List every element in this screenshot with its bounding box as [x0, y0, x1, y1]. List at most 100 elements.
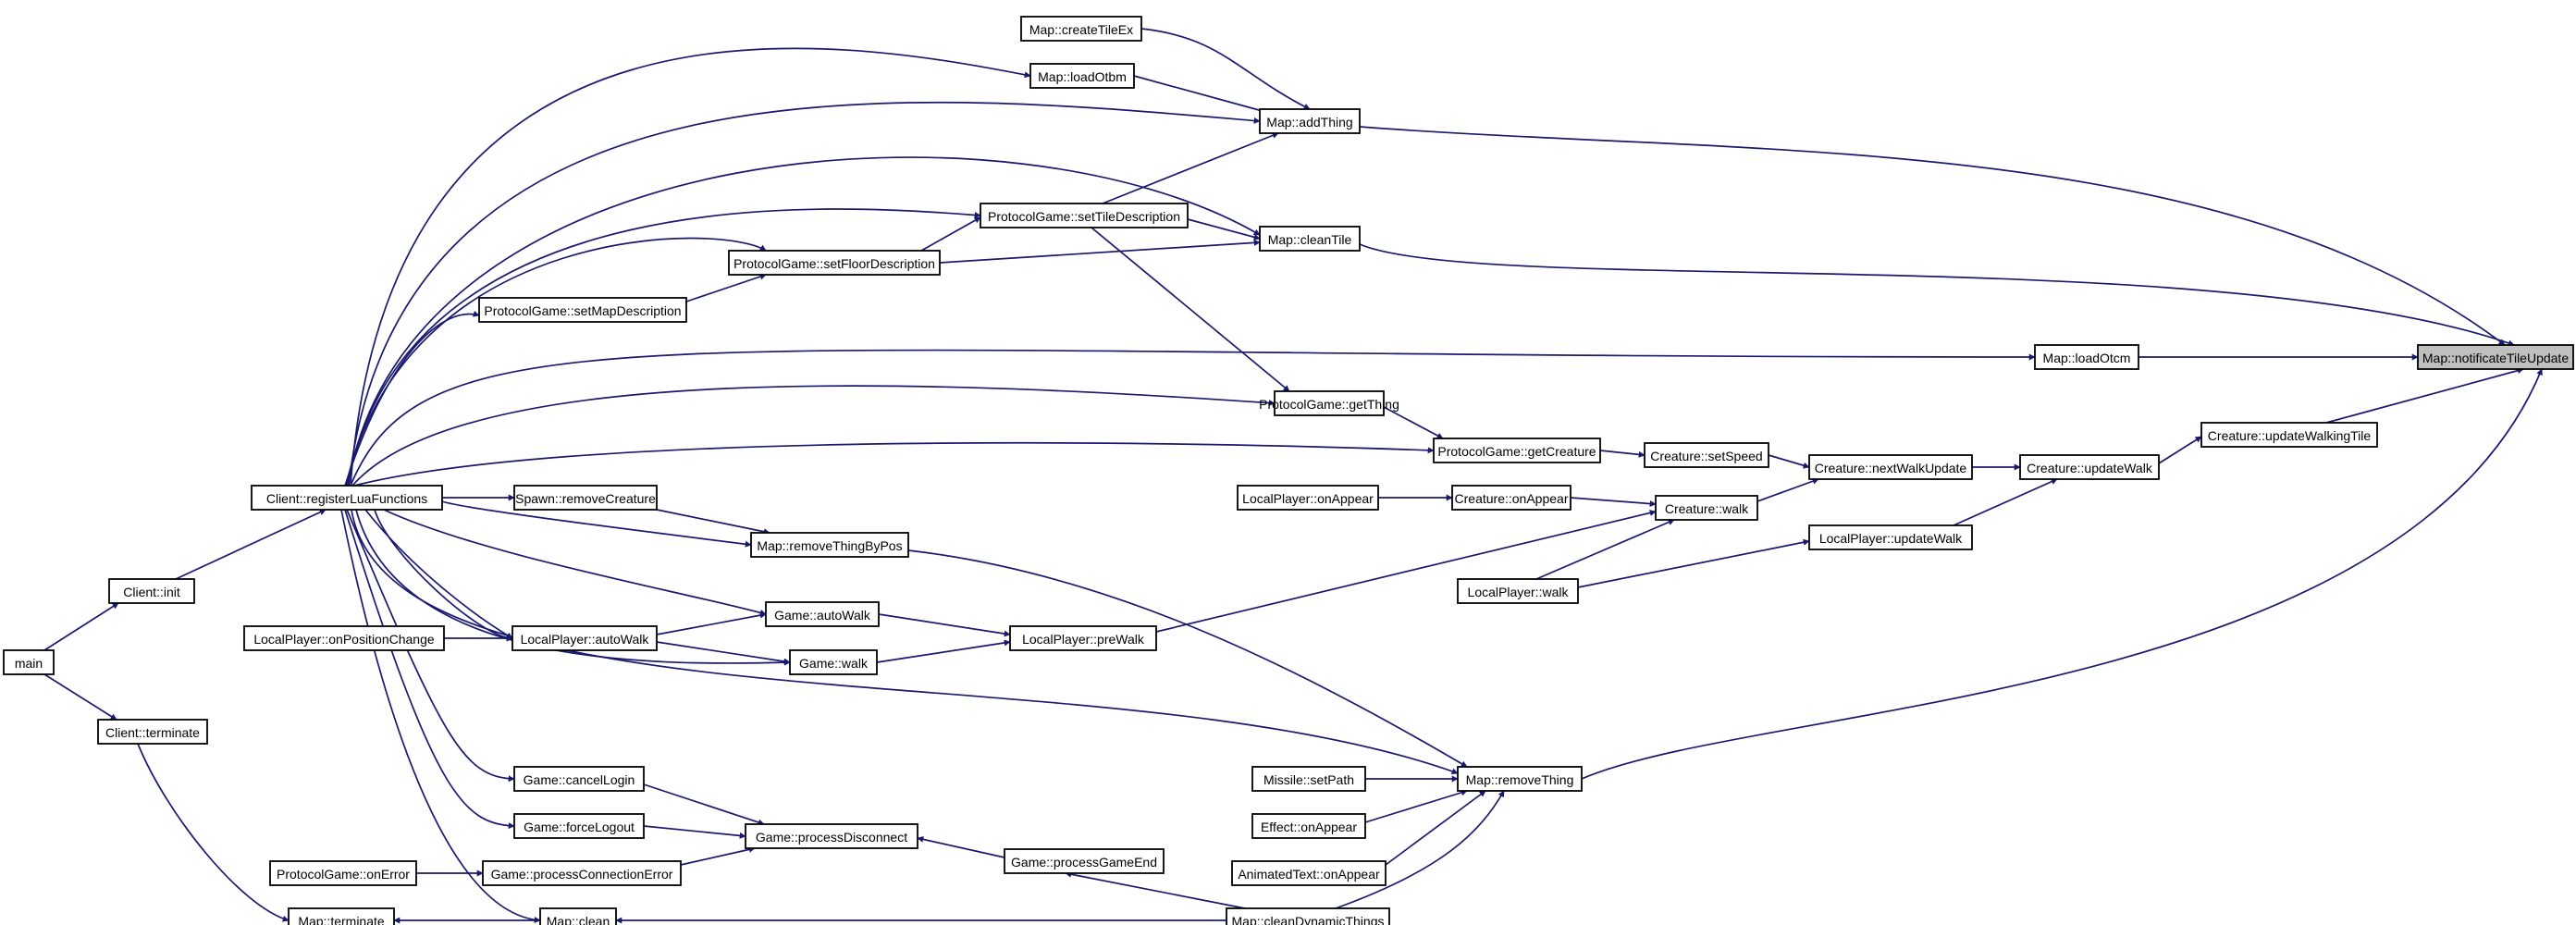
node-label: Map::notificateTileUpdate	[2422, 351, 2569, 365]
node-box	[1020, 16, 1142, 42]
edge-loadotbm-to-addthing	[1133, 75, 1270, 115]
edge-rlf-to-lpautowalk-2	[374, 509, 513, 642]
node-client-init[interactable]: Client::init	[108, 578, 195, 604]
node-next-walk-update[interactable]: Creature::nextWalkUpdate	[1808, 454, 1973, 480]
edge-crwalk-to-nextwalkupdate	[1756, 477, 1819, 502]
node-box	[1226, 907, 1390, 925]
node-set-floor-description[interactable]: ProtocolGame::setFloorDescription	[728, 250, 941, 276]
node-main[interactable]: main	[3, 649, 55, 675]
node-label: Effect::onAppear	[1261, 820, 1357, 834]
edge-rlf-to-forcelogout	[344, 509, 515, 830]
node-get-creature[interactable]: ProtocolGame::getCreature	[1433, 438, 1601, 463]
node-label: Map::removeThing	[1466, 772, 1574, 787]
node-label: Map::removeThingByPos	[757, 538, 902, 553]
node-box	[108, 578, 195, 604]
node-label: main	[15, 656, 43, 671]
edge-rlf-to-addthing	[348, 101, 1261, 487]
node-process-game-end[interactable]: Game::processGameEnd	[1004, 848, 1165, 874]
node-register-lua-functions[interactable]: Client::registerLuaFunctions	[251, 485, 443, 511]
node-on-position-change[interactable]: LocalPlayer::onPositionChange	[243, 625, 445, 651]
node-box	[789, 649, 878, 675]
edge-gamewalk-to-lpprewalk	[876, 639, 1011, 663]
edge-main-to-clientinit	[43, 602, 119, 651]
node-pg-on-error[interactable]: ProtocolGame::onError	[269, 860, 417, 886]
node-box	[1259, 226, 1361, 252]
node-label: Creature::onAppear	[1455, 491, 1569, 506]
node-box	[251, 485, 443, 511]
node-lp-pre-walk[interactable]: LocalPlayer::preWalk	[1009, 625, 1157, 651]
node-process-disconnect[interactable]: Game::processDisconnect	[745, 823, 918, 849]
node-cancel-login[interactable]: Game::cancelLogin	[513, 766, 645, 792]
node-remove-creature[interactable]: Spawn::removeCreature	[513, 485, 658, 511]
edge-gameautowalk-to-lpprewalk	[878, 613, 1011, 637]
node-set-tile-description[interactable]: ProtocolGame::setTileDescription	[980, 203, 1189, 228]
node-client-terminate[interactable]: Client::terminate	[97, 719, 208, 745]
node-label: LocalPlayer::preWalk	[1022, 632, 1145, 647]
node-box	[478, 297, 687, 323]
edge-rlf-to-removething	[351, 509, 1459, 775]
node-label: ProtocolGame::setTileDescription	[988, 209, 1180, 224]
node-map-clean[interactable]: Map::clean	[539, 907, 617, 925]
node-box	[513, 766, 645, 792]
node-game-auto-walk[interactable]: Game::autoWalk	[765, 601, 880, 627]
node-set-speed[interactable]: Creature::setSpeed	[1644, 442, 1769, 468]
node-remove-thing-by-pos[interactable]: Map::removeThingByPos	[750, 532, 909, 558]
node-box	[1274, 390, 1385, 416]
edge-cancellogin-to-processdisconnect	[643, 783, 765, 826]
node-label: Creature::updateWalkingTile	[2208, 428, 2372, 443]
edge-processgameend-to-processdisconnect	[917, 835, 1005, 858]
node-box	[1457, 578, 1579, 604]
node-cr-walk[interactable]: Creature::walk	[1655, 495, 1758, 521]
node-load-otcm[interactable]: Map::loadOtcm	[2034, 344, 2139, 370]
node-lp-auto-walk[interactable]: LocalPlayer::autoWalk	[512, 625, 658, 651]
edge-rlf-to-setmapdesc	[344, 310, 480, 487]
node-box	[2417, 344, 2574, 370]
edge-processconnerr-to-processdisconnect	[680, 845, 756, 866]
node-force-logout[interactable]: Game::forceLogout	[513, 813, 645, 839]
edge-removething-to-notif	[1581, 368, 2543, 780]
edge-lpwalk-to-crwalk	[1535, 519, 1675, 580]
node-anim-text-on-appear[interactable]: AnimatedText::onAppear	[1231, 860, 1387, 886]
node-update-walk[interactable]: Creature::updateWalk	[2019, 454, 2160, 480]
edge-settiledesc-to-cleantile	[1187, 218, 1261, 240]
edge-rlf-to-mapclean	[340, 509, 541, 923]
node-remove-thing[interactable]: Map::removeThing	[1457, 766, 1583, 792]
node-box	[243, 625, 445, 651]
node-load-otbm[interactable]: Map::loadOtbm	[1029, 63, 1135, 89]
node-label: Map::loadOtbm	[1038, 69, 1127, 84]
node-box	[97, 719, 208, 745]
node-box	[1644, 442, 1769, 468]
node-create-tile-ex[interactable]: Map::createTileEx	[1020, 16, 1142, 42]
node-clean-tile[interactable]: Map::cleanTile	[1259, 226, 1361, 252]
node-add-thing[interactable]: Map::addThing	[1259, 108, 1361, 134]
node-label: LocalPlayer::onPositionChange	[253, 632, 435, 647]
edge-main-to-clientterminate	[43, 673, 117, 721]
node-label: Game::autoWalk	[774, 608, 871, 623]
node-cr-on-appear[interactable]: Creature::onAppear	[1451, 485, 1571, 511]
node-clean-dynamic-things[interactable]: Map::cleanDynamicThings	[1226, 907, 1390, 925]
node-notificate-tile-update[interactable]: Map::notificateTileUpdate	[2417, 344, 2574, 370]
edge-lpprewalk-to-crwalk	[1155, 510, 1657, 633]
node-game-walk[interactable]: Game::walk	[789, 649, 878, 675]
node-missile-set-path[interactable]: Missile::setPath	[1251, 766, 1366, 792]
node-update-walking-tile[interactable]: Creature::updateWalkingTile	[2200, 422, 2378, 448]
node-label: Creature::setSpeed	[1650, 449, 1762, 463]
edge-getcreature-to-setspeed	[1599, 450, 1645, 458]
node-map-terminate[interactable]: Map::terminate	[288, 907, 395, 925]
node-process-connection-error[interactable]: Game::processConnectionError	[482, 860, 682, 886]
edge-effect-to-removething	[1364, 789, 1468, 823]
node-box	[765, 601, 880, 627]
call-nodes: Map::createTileExMap::loadOtbmMap::addTh…	[3, 16, 2574, 925]
edge-rlf-to-getthing	[351, 385, 1276, 487]
node-set-map-description[interactable]: ProtocolGame::setMapDescription	[478, 297, 687, 323]
node-label: Missile::setPath	[1263, 772, 1354, 787]
node-lp-on-appear[interactable]: LocalPlayer::onAppear	[1237, 485, 1379, 511]
edge-lpupdatewalk-to-updatewalk	[1953, 478, 2058, 526]
node-get-thing[interactable]: ProtocolGame::getThing	[1259, 390, 1399, 416]
node-effect-on-appear[interactable]: Effect::onAppear	[1251, 813, 1366, 839]
node-box	[1433, 438, 1601, 463]
node-label: ProtocolGame::getCreature	[1437, 444, 1596, 459]
node-lp-update-walk[interactable]: LocalPlayer::updateWalk	[1808, 524, 1973, 550]
node-lp-walk[interactable]: LocalPlayer::walk	[1457, 578, 1579, 604]
